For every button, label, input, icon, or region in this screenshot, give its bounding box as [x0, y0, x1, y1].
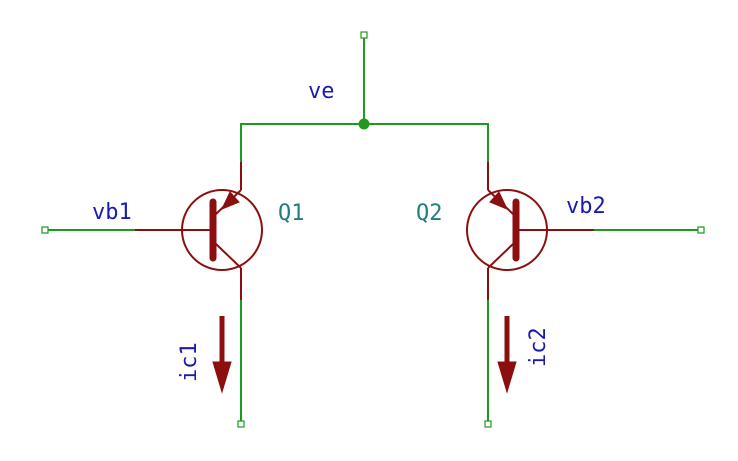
vb1-label: vb1 [92, 200, 132, 225]
ic1-pin-terminal[interactable] [237, 420, 245, 428]
q1-collector-diagonal [215, 243, 242, 269]
q2-reference-label: Q2 [416, 201, 443, 226]
current-arrow-ic1 [212, 316, 232, 394]
transistor-q1[interactable] [135, 162, 263, 300]
ve-label: ve [308, 79, 335, 104]
q1-collector-wiring [237, 300, 245, 428]
vb2-pin-terminal[interactable] [697, 226, 705, 234]
ic2-pin-terminal[interactable] [484, 420, 492, 428]
q2-base-wiring [594, 226, 705, 234]
q2-emitter-arrow-icon [489, 191, 509, 210]
q1-emitter-arrow-icon [220, 191, 240, 210]
vb1-pin-terminal[interactable] [41, 226, 49, 234]
emitter-bus-wire [240, 123, 489, 162]
vb2-label: vb2 [566, 194, 606, 219]
emitter-junction-dot [358, 118, 370, 130]
ic2-label: ic2 [526, 327, 551, 367]
q2-collector-diagonal [487, 243, 514, 269]
current-arrow-ic2 [497, 316, 517, 394]
ic1-label: ic1 [177, 342, 202, 382]
ic2-arrow-head-icon [497, 361, 517, 394]
q1-reference-label: Q1 [278, 201, 305, 226]
q2-collector-wiring [484, 300, 492, 428]
ve-pin-terminal[interactable] [360, 31, 368, 39]
transistor-q2[interactable] [466, 162, 594, 300]
emitter-wiring [240, 31, 489, 162]
ic1-arrow-head-icon [212, 361, 232, 394]
q1-base-wiring [41, 226, 135, 234]
